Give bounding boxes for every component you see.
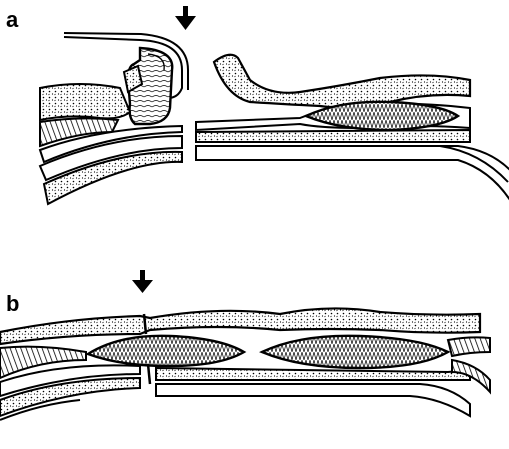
skin-layer-b bbox=[0, 308, 480, 344]
tissue-ellipse-left bbox=[88, 336, 244, 366]
down-arrow-icon bbox=[175, 6, 196, 30]
panel-b-drawing bbox=[0, 270, 490, 420]
tissue-ellipse-right bbox=[262, 336, 448, 368]
down-arrow-icon bbox=[132, 270, 153, 293]
right-flap-a bbox=[196, 55, 509, 200]
panel-a-drawing bbox=[40, 6, 509, 204]
